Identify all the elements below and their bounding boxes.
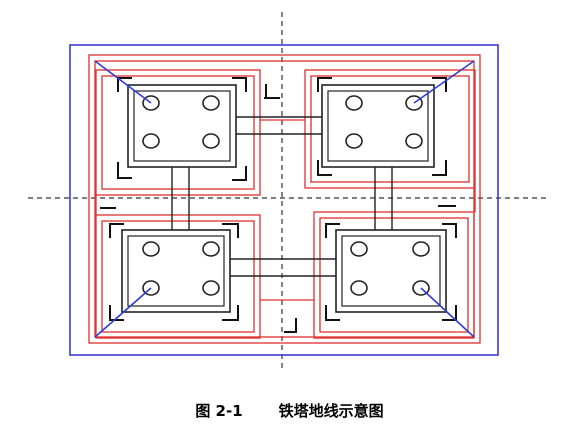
figure-caption: 图 2-1 铁塔地线示意图	[0, 400, 579, 421]
figure-number: 图 2-1	[195, 402, 243, 420]
corner-brackets	[100, 77, 457, 333]
foot-plate-bottom-right	[335, 229, 447, 313]
figure-title: 铁塔地线示意图	[278, 402, 384, 420]
outer-ground-ring	[88, 54, 481, 344]
diagonal-ground-leads	[94, 60, 475, 338]
foot-ground-rings	[95, 69, 476, 339]
lead-top-left	[94, 60, 152, 104]
lead-bottom-left	[94, 287, 152, 338]
foot-plate-inner-frames	[127, 90, 441, 307]
ring-connectors	[95, 119, 476, 301]
lead-bottom-right	[420, 287, 475, 338]
tower-grounding-diagram	[28, 12, 548, 372]
tie-beams	[171, 116, 393, 277]
lead-top-right	[413, 60, 475, 104]
outer-boundary	[69, 44, 499, 356]
anchor-bolts	[142, 95, 430, 296]
